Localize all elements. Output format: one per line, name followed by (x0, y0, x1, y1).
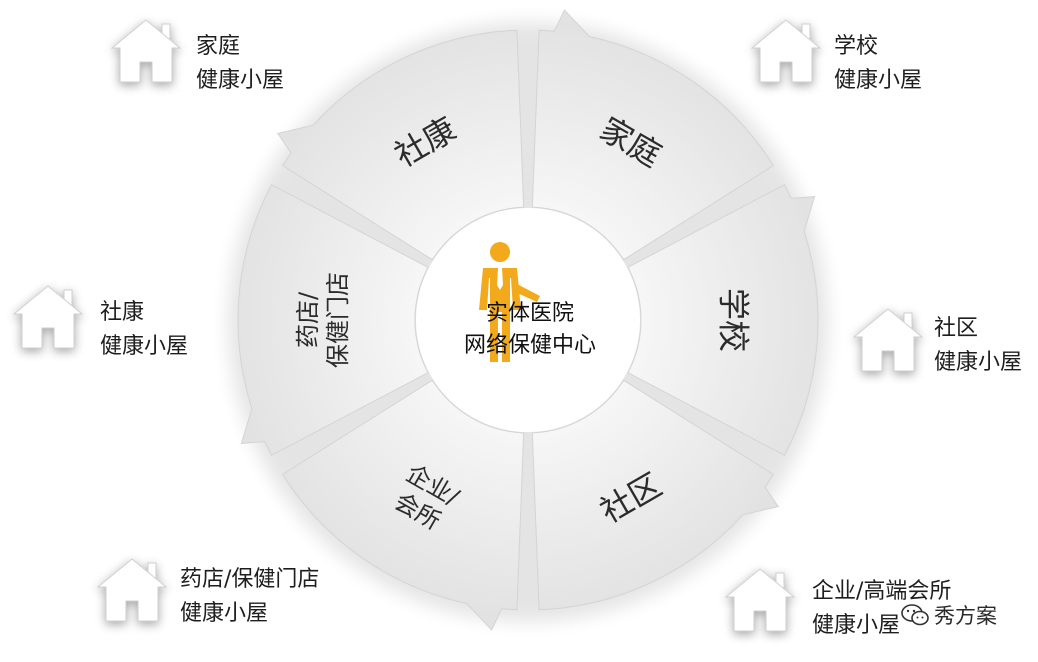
segment-label-school: 学校 (714, 288, 752, 352)
segment-enterprise (281, 379, 525, 631)
house-icon-community (852, 308, 924, 372)
center-title-line2: 网络保健中心 (463, 333, 596, 358)
house-icon-shekang (12, 285, 84, 349)
person-arm (515, 284, 540, 302)
watermark: 秀方案 (900, 600, 997, 630)
house-label-enterprise-line1: 企业/高端会所 (812, 579, 952, 604)
segment-label-pharmacy: 药店/保健门店 (294, 272, 352, 368)
house-label-enterprise: 企业/高端会所 健康小屋 (812, 575, 951, 643)
house-label-pharmacy-line1: 药店/保健门店 (180, 567, 320, 592)
house-icon-home (110, 19, 182, 83)
person-icon (479, 242, 540, 362)
house-label-school-line1: 学校 (834, 34, 879, 59)
house-icon-enterprise (724, 568, 796, 632)
house-label-community-line2: 健康小屋 (934, 350, 1023, 375)
house-icon-school (750, 19, 822, 83)
segment-home (531, 9, 775, 261)
segment-pharmacy (237, 184, 429, 456)
house-label-home: 家庭 健康小屋 (196, 30, 284, 98)
house-label-school-line2: 健康小屋 (834, 68, 923, 93)
house-label-enterprise-line2: 健康小屋 (812, 613, 901, 638)
house-label-home-line2: 健康小屋 (196, 68, 285, 93)
house-label-shekang-line2: 健康小屋 (100, 334, 189, 359)
house-label-community-line1: 社区 (934, 316, 979, 341)
watermark-text: 秀方案 (934, 604, 997, 628)
segments-layer (237, 9, 819, 631)
center-title: 实体医院 网络保健中心 (440, 298, 620, 362)
house-label-community: 社区 健康小屋 (934, 312, 1022, 380)
person-head (490, 242, 510, 262)
center-circle (416, 208, 640, 432)
house-label-shekang: 社康 健康小屋 (100, 296, 188, 364)
house-label-pharmacy: 药店/保健门店 健康小屋 (180, 563, 319, 631)
center-title-line1: 实体医院 (485, 301, 574, 326)
segment-community (531, 379, 780, 611)
house-icon-pharmacy (96, 558, 168, 622)
house-label-pharmacy-line2: 健康小屋 (180, 601, 269, 626)
house-label-school: 学校 健康小屋 (834, 30, 922, 98)
chat-bubble-icon (901, 604, 929, 626)
person-tie (497, 268, 503, 290)
segment-school (627, 184, 819, 456)
houses-layer (12, 19, 924, 632)
house-label-shekang-line1: 社康 (100, 300, 145, 325)
segment-shekang (276, 29, 525, 261)
house-label-home-line1: 家庭 (196, 34, 241, 59)
